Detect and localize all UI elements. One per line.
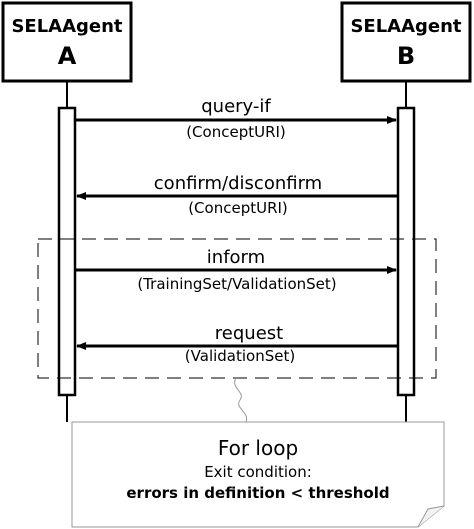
loop-note: For loop Exit condition: errors in defin… bbox=[71, 421, 445, 528]
note-exit-condition: Exit condition: bbox=[204, 463, 312, 481]
message-param: (ValidationSet) bbox=[185, 347, 295, 365]
agent-b-box bbox=[340, 1, 472, 83]
message-request: request (ValidationSet) bbox=[76, 323, 397, 365]
agent-a-name: SELAAgent bbox=[11, 16, 122, 37]
activation-bar-b bbox=[396, 106, 416, 397]
message-param: (TrainingSet/ValidationSet) bbox=[137, 275, 336, 293]
note-condition: errors in definition < threshold bbox=[126, 484, 389, 502]
message-query-if: query-if (ConceptURI) bbox=[76, 96, 397, 141]
agent-b-name: SELAAgent bbox=[350, 16, 461, 37]
message-label: confirm/disconfirm bbox=[154, 173, 322, 194]
agent-a: SELAAgent A bbox=[1, 1, 133, 83]
message-param: (ConceptURI) bbox=[188, 199, 288, 217]
agent-b: SELAAgent B bbox=[340, 1, 472, 83]
message-inform: inform (TrainingSet/ValidationSet) bbox=[76, 247, 397, 293]
message-label: request bbox=[215, 323, 283, 344]
loop-frame bbox=[37, 238, 437, 379]
message-confirm-disconfirm: confirm/disconfirm (ConceptURI) bbox=[76, 173, 397, 217]
activation-bar-a bbox=[57, 106, 77, 397]
note-fold bbox=[417, 505, 445, 528]
message-label: query-if bbox=[201, 96, 271, 117]
message-label: inform bbox=[207, 247, 265, 268]
agent-a-box bbox=[1, 1, 133, 83]
note-connector bbox=[234, 377, 248, 423]
note-title: For loop bbox=[218, 436, 298, 460]
message-param: (ConceptURI) bbox=[186, 123, 286, 141]
agent-b-letter: B bbox=[397, 42, 415, 70]
agent-a-letter: A bbox=[58, 42, 77, 70]
